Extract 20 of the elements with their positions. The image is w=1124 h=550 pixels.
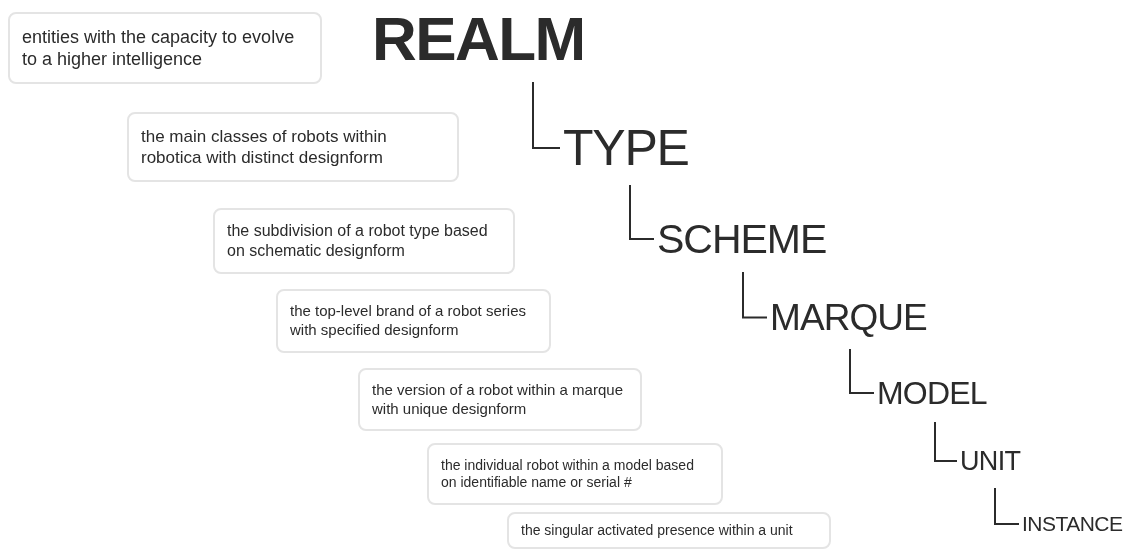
connector-line [849,348,875,394]
description-box: the top-level brand of a robot series with specified designform [276,289,551,353]
hierarchy-level: REALM [372,10,585,68]
connector-line [934,421,958,462]
description-box: the version of a robot within a marque with unique designform [358,368,642,431]
hierarchy-level: MARQUE [770,300,927,335]
hierarchy-level: UNIT [960,448,1021,474]
hierarchy-level: TYPE [563,125,689,171]
hierarchy-level: INSTANCE [1022,514,1123,534]
connector-line [629,184,655,240]
description-box: the individual robot within a model based on identifiable name or serial # [427,443,723,505]
description-box: the singular activated presence within a unit [507,512,831,549]
description-box: the subdivision of a robot type based on schematic designform [213,208,515,274]
description-box: the main classes of robots within robotica with distinct designform [127,112,459,182]
connector-line [532,81,561,149]
connector-line [742,271,768,319]
connector-line [994,487,1020,525]
hierarchy-level: SCHEME [657,220,827,258]
hierarchy-level: MODEL [877,378,987,408]
description-box: entities with the capacity to evolve to a higher intelligence [8,12,322,84]
